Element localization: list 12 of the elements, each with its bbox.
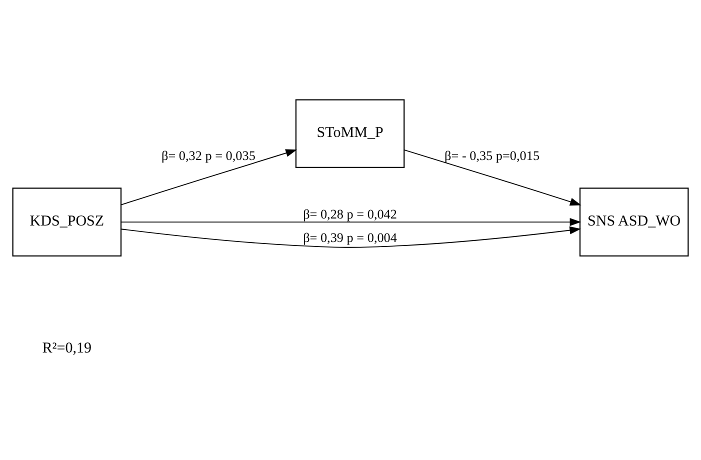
node-box: SNS ASD_WO [579,187,689,256]
edge-label: β= - 0,35 p=0,015 [444,148,540,163]
edge-label: β= 0,39 p = 0,004 [303,229,397,244]
edge-label: β= 0,28 p = 0,042 [303,206,397,221]
arrow [120,218,582,226]
label: R²=0,19 [42,340,92,356]
node-box: SToMM_P [295,98,405,168]
node-box: KDS_POSZ [12,187,122,256]
arrow [120,226,581,248]
arrow [404,148,582,206]
edge-label: β= 0,32 p = 0,035 [162,148,256,163]
arrow [120,148,298,205]
